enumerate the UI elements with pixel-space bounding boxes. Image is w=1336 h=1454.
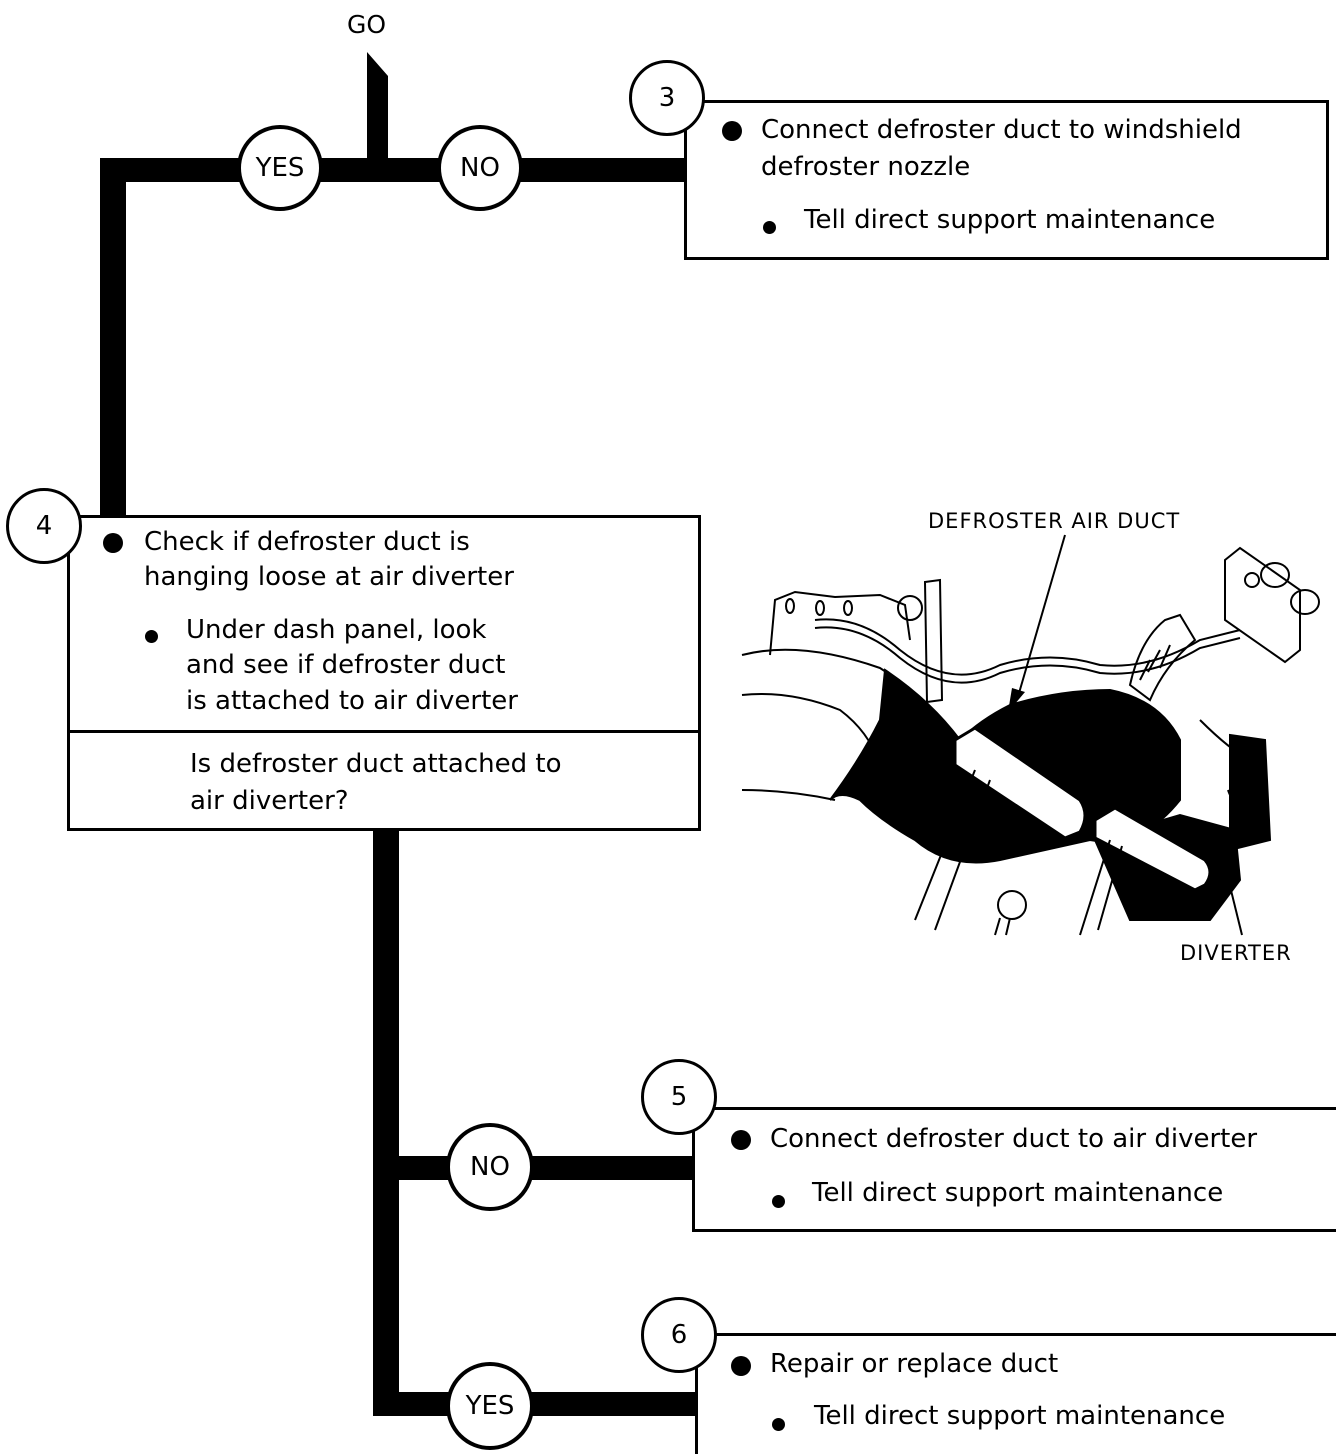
- step3-box: [684, 100, 1329, 260]
- brake-pedal: [953, 726, 1087, 840]
- bracket-knob: [897, 595, 923, 621]
- control-knob-2: [1290, 589, 1320, 615]
- step4-check-line2: hanging loose at air diverter: [144, 562, 514, 592]
- control-panel-plate: [1224, 546, 1301, 664]
- step4-question-line1: Is defroster duct attached to: [190, 749, 562, 779]
- step6-action: Repair or replace duct: [770, 1349, 1059, 1379]
- step5-number: 5: [641, 1059, 717, 1135]
- step4-sub-line1: Under dash panel, look: [186, 615, 487, 645]
- yes-circle-top: YES: [237, 125, 323, 211]
- no-circle-bottom: NO: [446, 1123, 534, 1211]
- step6-box: [695, 1333, 1336, 1454]
- left-vertical-line: [100, 158, 126, 518]
- step5-sub: Tell direct support maintenance: [812, 1178, 1224, 1208]
- top-branch-line: [100, 158, 690, 182]
- no-circle-top: NO: [437, 125, 523, 211]
- go-arrow: [367, 52, 388, 170]
- step6-bullet: [731, 1356, 751, 1376]
- step3-sub-bullet: [763, 221, 776, 234]
- step3-number: 3: [629, 60, 705, 136]
- yes-circle-bottom: YES: [446, 1362, 534, 1450]
- floor-bolt: [997, 890, 1027, 920]
- step4-box: [67, 515, 701, 831]
- control-hose: [1128, 613, 1197, 702]
- accelerator-pedal: [1093, 806, 1212, 892]
- go-label: GO: [347, 10, 387, 39]
- dash-bracket: [769, 590, 911, 656]
- step4-divider: [67, 730, 701, 733]
- lower-vertical-line: [373, 829, 399, 1416]
- step4-number: 4: [6, 488, 82, 564]
- step6-sub-bullet: [772, 1418, 785, 1431]
- control-knob-1: [1260, 562, 1290, 588]
- control-cable: [814, 618, 1241, 676]
- step3-sub: Tell direct support maintenance: [804, 205, 1216, 235]
- duct-leader: [1016, 534, 1066, 701]
- step3-action-line1: Connect defroster duct to windshield: [761, 115, 1242, 145]
- step4-check-line1: Check if defroster duct is: [144, 527, 470, 557]
- step4-sub-line3: is attached to air diverter: [186, 686, 518, 716]
- step6-number: 6: [641, 1297, 717, 1373]
- step5-sub-bullet: [772, 1195, 785, 1208]
- step5-box: [692, 1107, 1336, 1232]
- diverter-label: DIVERTER: [1180, 941, 1292, 965]
- step6-sub: Tell direct support maintenance: [814, 1401, 1226, 1431]
- step4-sub-line2: and see if defroster duct: [186, 650, 506, 680]
- step4-sub-bullet: [145, 630, 158, 643]
- step4-question-line2: air diverter?: [190, 786, 349, 816]
- step5-action: Connect defroster duct to air diverter: [770, 1124, 1258, 1154]
- step3-action-line2: defroster nozzle: [761, 152, 971, 182]
- no-branch-line: [373, 1156, 695, 1180]
- step4-bullet: [103, 533, 123, 553]
- step3-bullet: [722, 121, 742, 141]
- yes-branch-line: [373, 1392, 698, 1416]
- step5-bullet: [731, 1130, 751, 1150]
- defroster-air-duct-label: DEFROSTER AIR DUCT: [928, 509, 1181, 533]
